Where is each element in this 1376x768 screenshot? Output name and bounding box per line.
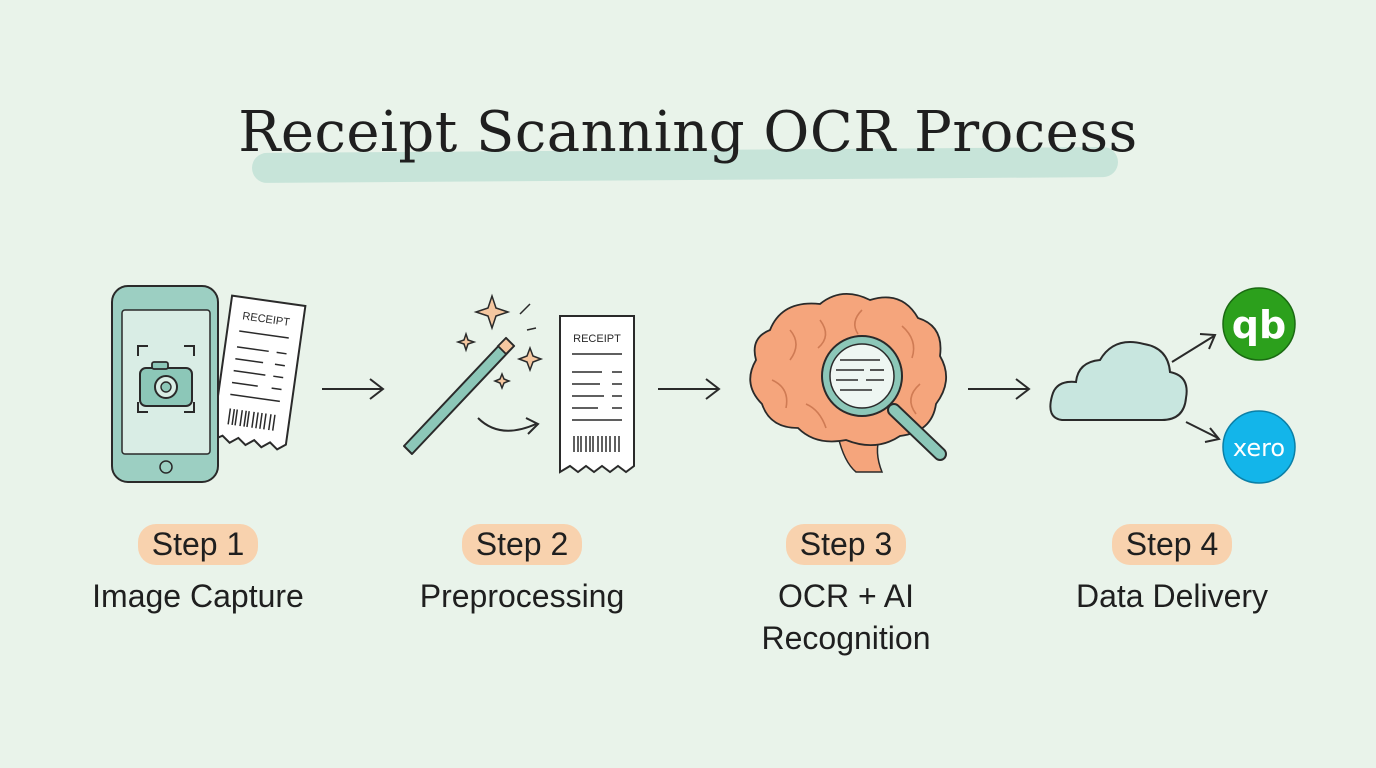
step-1-badge: Step 1 <box>137 524 259 565</box>
cloud-export-icon <box>1049 333 1221 443</box>
arrow-1 <box>322 378 385 400</box>
step-4-badge: Step 4 <box>1111 524 1233 565</box>
step-2-badge: Step 2 <box>461 524 583 565</box>
magic-wand-receipt-icon: RECEIPT <box>403 293 635 474</box>
receipt-2: RECEIPT <box>559 315 635 474</box>
step-3-badge: Step 3 <box>785 524 907 565</box>
title-container: Receipt Scanning OCR Process <box>0 100 1376 165</box>
step-1-label: Step 1 Image Capture <box>48 524 348 617</box>
sparkles <box>455 293 544 391</box>
quickbooks-logo: qb <box>1222 287 1296 361</box>
step-3-label: Step 3 OCR + AI Recognition <box>696 524 996 659</box>
step-4-label: Step 4 Data Delivery <box>1022 524 1322 617</box>
step-2-label: Step 2 Preprocessing <box>372 524 672 617</box>
receipt-2-title: RECEIPT <box>573 333 621 345</box>
step-4-name: Data Delivery <box>1075 578 1269 614</box>
xero-logo: xero <box>1222 410 1296 484</box>
step-3-name: OCR + AI Recognition <box>761 578 931 656</box>
page-title: Receipt Scanning OCR Process <box>238 100 1138 165</box>
receipt-1: RECEIPT <box>210 294 307 451</box>
xero-logo-text: xero <box>1233 434 1285 462</box>
cloud-icon <box>1049 341 1188 421</box>
arrow-2 <box>658 378 721 400</box>
brain-magnifier-icon <box>749 293 947 473</box>
export-arrows <box>1171 333 1221 443</box>
magic-wand <box>403 336 516 455</box>
camera-icon <box>139 361 193 407</box>
step-1-name: Image Capture <box>92 578 304 614</box>
magnifier-icon <box>821 335 947 461</box>
quickbooks-logo-text: qb <box>1232 303 1286 347</box>
phone-camera-receipt-icon: RECEIPT <box>111 285 307 483</box>
step-2-name: Preprocessing <box>419 578 625 614</box>
arrow-3 <box>968 378 1031 400</box>
